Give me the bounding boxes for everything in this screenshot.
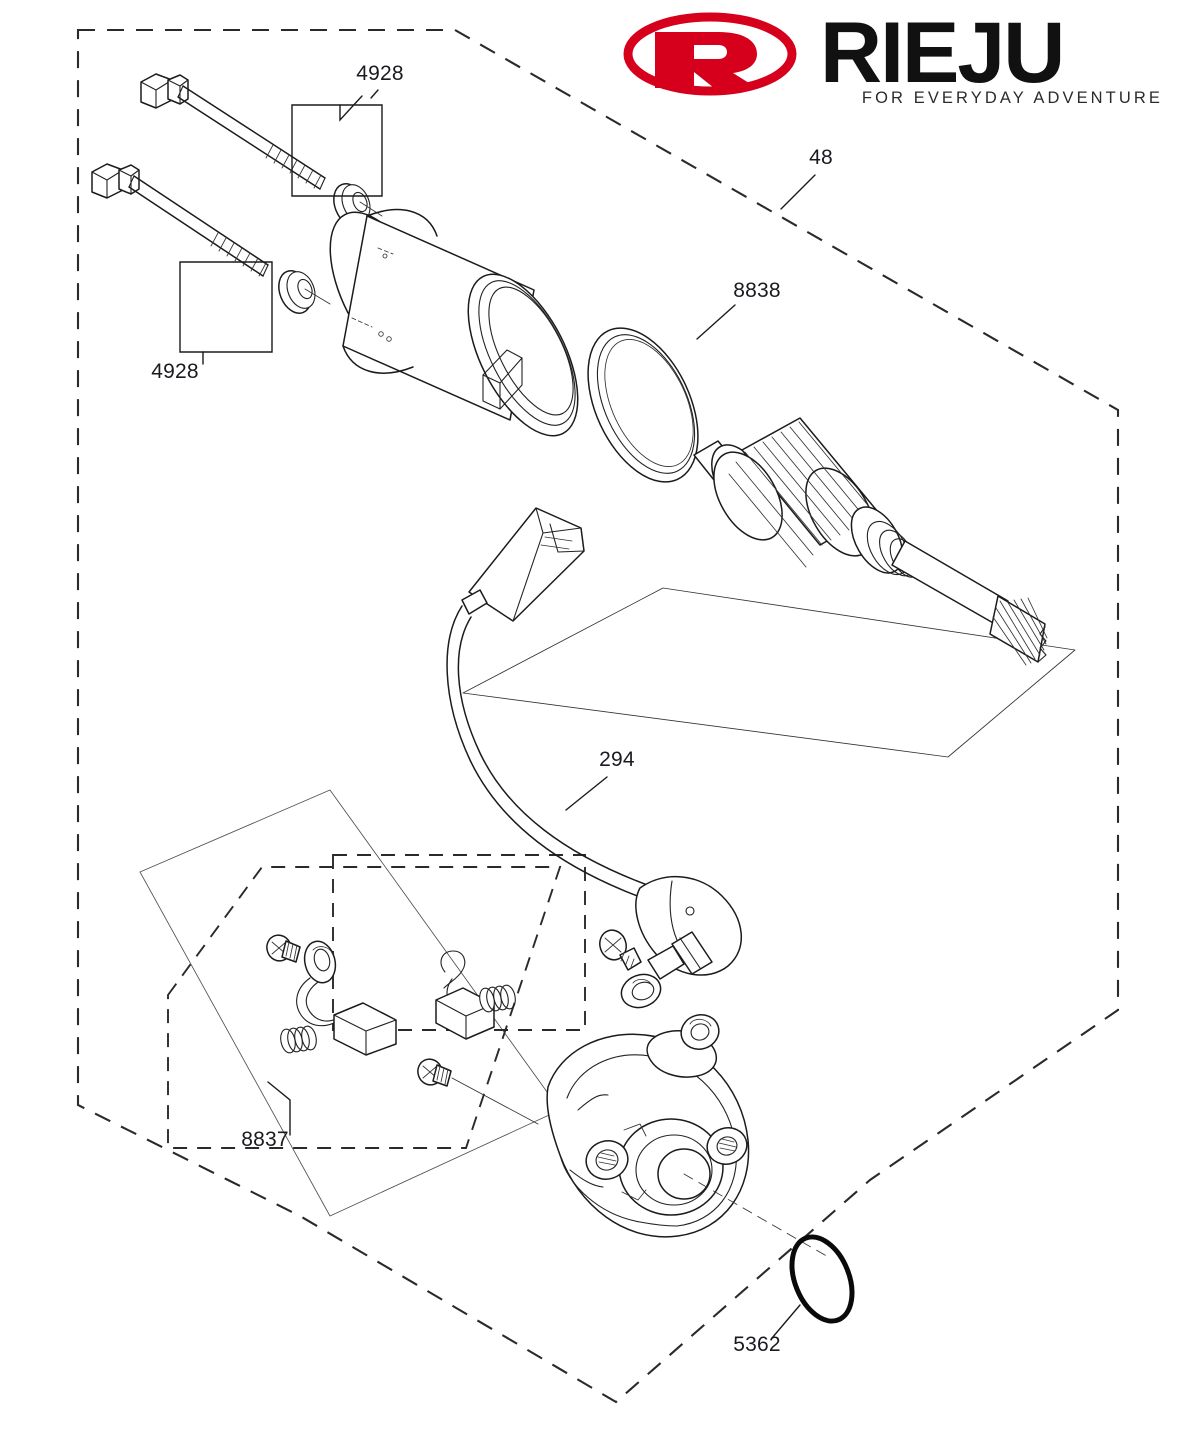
callout-label-5362: 5362: [733, 1333, 781, 1356]
brush-screw-1: [266, 934, 301, 963]
end-cover-o-ring-5362: [789, 1234, 855, 1324]
armature-rotor: [693, 417, 1048, 666]
callout-label-4928-lower: 4928: [151, 360, 199, 383]
callout-labels: 4928 4928 48 8838 294 8837 5362: [151, 62, 833, 1356]
callout-bracket-4928-lower: [179, 261, 273, 365]
isometric-reference-plane: [462, 587, 1076, 758]
cable-plug-connector: [461, 507, 585, 622]
brush-kit-group-boundary: [167, 854, 586, 1149]
assembly-boundary-outline: [76, 28, 1120, 1404]
through-bolt-lower: [91, 163, 269, 277]
rieju-oval-r-icon: [623, 12, 797, 96]
rieju-wordmark: RIEJU: [820, 5, 1063, 101]
carbon-brush-1: [296, 940, 397, 1056]
brush-spring-1: [280, 1025, 317, 1054]
callout-label-8838: 8838: [733, 279, 781, 302]
drive-end-cap: [546, 1014, 831, 1259]
rieju-tagline: FOR EVERYDAY ADVENTURE: [862, 89, 1163, 107]
brush-spring-2: [479, 984, 516, 1013]
washer-lower: [278, 270, 331, 314]
callout-label-4928-upper: 4928: [356, 62, 404, 85]
callout-label-8837: 8837: [241, 1128, 289, 1151]
housing-o-ring-8838: [587, 327, 699, 483]
callout-label-294: 294: [599, 748, 635, 771]
isometric-reference-plane-lower: [139, 789, 561, 1217]
terminal-boot: [599, 875, 742, 1009]
rieju-logo: RIEJU FOR EVERYDAY ADVENTURE: [623, 5, 1163, 107]
starter-cable-lead: [446, 605, 651, 901]
callout-bracket-4928-upper: [291, 89, 383, 197]
callout-leader-lines: [267, 174, 816, 1339]
through-bolt-upper: [140, 73, 326, 190]
motor-housing-can: [329, 208, 579, 437]
lug-screw: [599, 929, 642, 971]
callout-label-48: 48: [809, 146, 833, 169]
brush-set-8837: [266, 934, 539, 1125]
brush-screw-2: [417, 1058, 452, 1087]
